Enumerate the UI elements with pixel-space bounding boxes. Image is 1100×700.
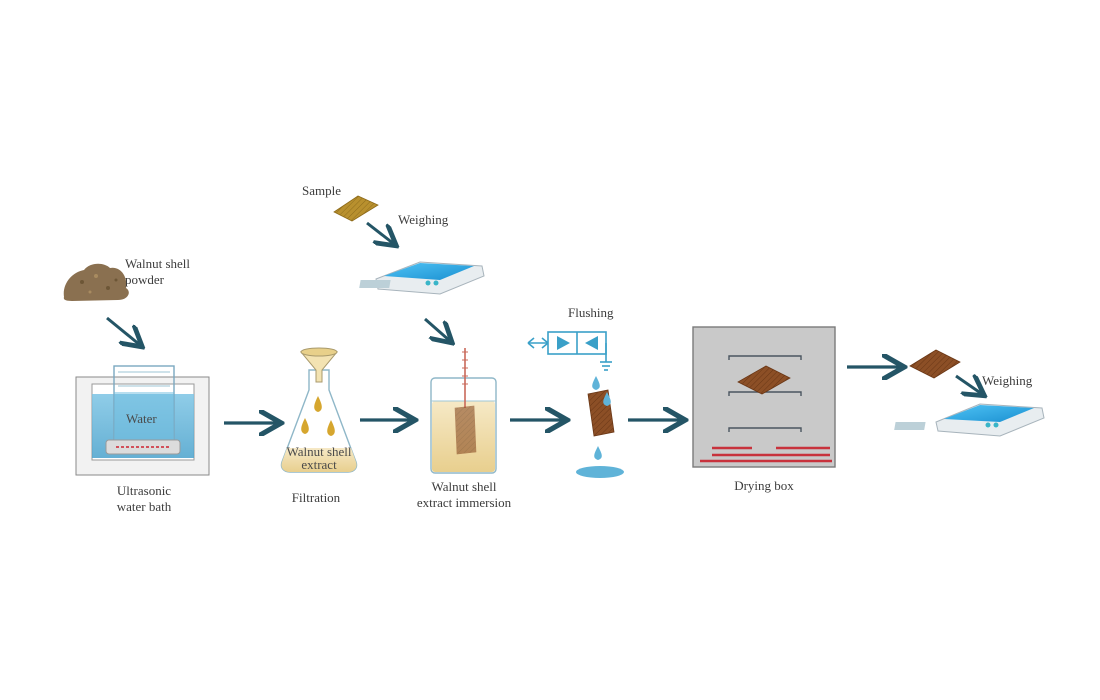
ultrasonic-label-2: water bath [117,499,172,514]
scale-top [359,261,485,295]
walnut-powder-pile [63,263,129,301]
sample-tile [333,195,379,222]
scale-final [894,403,1045,437]
arrow-sample-to-scale [366,221,394,244]
walnut-powder-label-2: powder [125,272,165,287]
arrow-scale-to-immersion [424,317,450,341]
water-label: Water [126,411,157,426]
weighing-top-label: Weighing [398,212,449,227]
drying-box-label: Drying box [734,478,794,493]
flushing-label: Flushing [568,305,614,320]
arrow-sample-to-final-scale [955,376,982,394]
water-drop-icon [592,376,600,390]
walnut-extract-label-1: Walnut shell [286,444,351,459]
water-puddle [576,466,624,478]
walnut-extract-label-2: extract [301,457,337,472]
flushing-pump-icon [527,331,612,371]
ultrasonic-water-bath [75,365,210,476]
dried-sample-tile [909,349,961,379]
arrow-powder-to-bath [106,316,140,345]
immersion-beaker [430,348,497,474]
drying-box [692,326,836,468]
water-drop-icon [594,446,602,460]
filtration-label: Filtration [292,490,341,505]
weighing-final-label: Weighing [982,373,1033,388]
immersion-label-2: extract immersion [417,495,512,510]
walnut-powder-label-1: Walnut shell [125,256,190,271]
water-drop-icon [603,392,611,406]
sample-label: Sample [302,183,341,198]
ultrasonic-label-1: Ultrasonic [117,483,171,498]
flushed-sample-tile [587,389,615,437]
filtration-flask [280,347,358,473]
immersion-label-1: Walnut shell [431,479,496,494]
